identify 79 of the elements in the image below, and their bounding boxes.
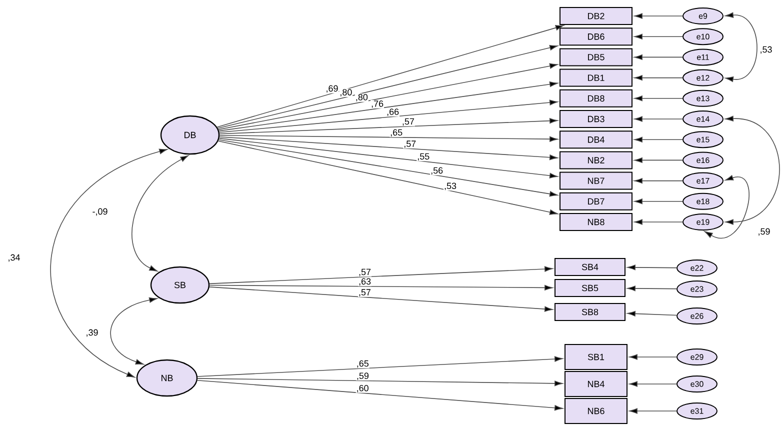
coefficient-label: ,39 (85, 328, 99, 338)
coefficient-label: ,63 (358, 278, 372, 286)
path-arrow (634, 219, 683, 225)
indicator-box: DB7 (560, 192, 632, 210)
coefficient-label: ,76 (370, 100, 384, 108)
coefficient-label: ,80 (354, 94, 368, 102)
path-arrow (196, 380, 563, 411)
coefficient-label: ,57 (402, 118, 415, 126)
path-arrow (217, 44, 558, 129)
path-arrow (219, 136, 558, 160)
path-arrow (216, 25, 564, 128)
path-arrow (629, 408, 677, 414)
covariance-arrow (725, 116, 780, 225)
indicator-box: SB8 (554, 303, 626, 321)
path-arrow (218, 140, 558, 215)
path-arrow (629, 354, 677, 360)
indicator-box: NB7 (560, 172, 632, 190)
path-arrow (634, 136, 683, 142)
path-arrow (218, 100, 558, 133)
coefficient-label: ,65 (356, 360, 370, 368)
indicator-box: NB8 (560, 213, 632, 231)
coefficient-label: ,34 (7, 254, 21, 262)
indicator-box: NB4 (564, 371, 628, 397)
covariance-arrow (725, 12, 758, 82)
path-arrow (634, 34, 683, 40)
path-arrow (634, 13, 683, 19)
covariance-arrow (704, 175, 750, 239)
coefficient-label: ,55 (416, 152, 430, 162)
coefficient-label: ,60 (356, 384, 370, 393)
path-arrow (627, 286, 677, 292)
indicator-box: DB2 (560, 7, 632, 25)
path-arrow (634, 96, 683, 102)
indicator-box: DB4 (560, 130, 632, 149)
path-arrow (197, 378, 563, 386)
path-arrow (634, 178, 683, 184)
indicator-box: SB4 (554, 258, 626, 276)
coefficient-label: ,57 (358, 288, 372, 297)
path-arrow (218, 82, 558, 132)
indicator-box: DB6 (560, 28, 632, 46)
path-arrow (629, 381, 677, 387)
coefficient-label: ,53 (444, 182, 457, 191)
path-arrow (218, 63, 558, 130)
coefficient-label: ,69 (325, 84, 339, 94)
path-arrow (209, 284, 553, 290)
path-arrow (634, 54, 683, 60)
covariance-arrow (132, 155, 189, 272)
coefficient-label: ,80 (339, 88, 353, 97)
coefficient-label: ,53 (759, 46, 773, 54)
path-arrow (218, 138, 558, 178)
path-arrow (209, 266, 553, 284)
path-arrow (627, 264, 677, 270)
coefficient-label: ,56 (430, 166, 444, 176)
coefficient-label: ,59 (356, 372, 370, 381)
path-arrow (209, 286, 553, 312)
indicator-box: SB1 (564, 344, 628, 370)
coefficient-label: ,66 (386, 108, 400, 116)
indicator-box: SB5 (554, 279, 626, 297)
covariance-arrow (110, 297, 158, 365)
path-arrow (634, 198, 683, 204)
indicator-box: DB5 (560, 48, 632, 66)
coefficient-label: ,57 (358, 268, 372, 277)
covariance-arrow (50, 148, 168, 378)
path-arrow (197, 356, 563, 377)
indicator-box: DB3 (560, 110, 632, 128)
coefficient-label: -,09 (92, 208, 108, 216)
path-arrow (634, 116, 683, 122)
coefficient-label: ,57 (403, 140, 417, 148)
path-arrow (219, 134, 558, 142)
coefficient-label: ,65 (390, 128, 404, 138)
path-arrow (218, 139, 558, 197)
indicator-box: DB8 (560, 89, 632, 108)
indicator-box: NB2 (560, 151, 632, 170)
path-arrow (634, 75, 683, 81)
path-arrow (219, 118, 558, 134)
indicator-box: DB1 (560, 68, 632, 87)
coefficient-label: ,59 (757, 228, 771, 236)
indicator-box: NB6 (564, 398, 628, 424)
path-arrow (634, 157, 683, 163)
path-arrow (627, 310, 677, 316)
